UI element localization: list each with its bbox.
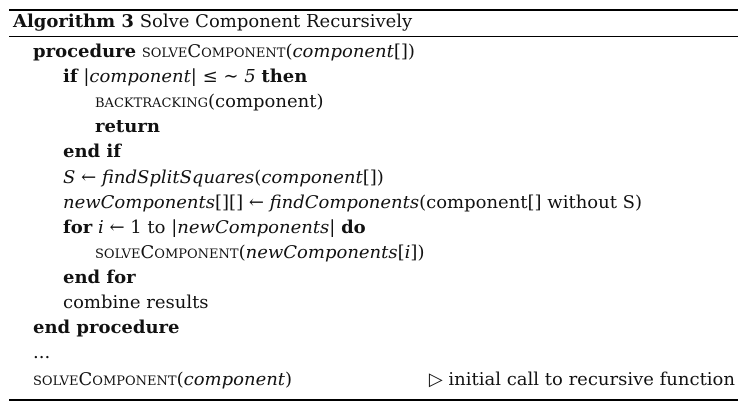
line-find-components: newComponents[][] ← findComponents(compo… bbox=[63, 192, 643, 213]
keyword-return: return bbox=[95, 116, 160, 137]
line-initial-call: solveComponent(component) bbox=[33, 369, 293, 390]
keyword-if: if bbox=[63, 66, 78, 87]
top-rule bbox=[9, 9, 738, 11]
if-condition: |component| ≤ ∼ 5 bbox=[83, 66, 256, 87]
keyword-for: for bbox=[63, 217, 93, 238]
backtracking-call: backtracking bbox=[95, 91, 209, 112]
caption-rule bbox=[9, 36, 738, 37]
line-return: return bbox=[95, 115, 160, 139]
bottom-rule bbox=[9, 399, 738, 401]
keyword-do: do bbox=[341, 217, 366, 238]
line-for: for i ← 1 to |newComponents| do bbox=[63, 217, 366, 238]
line-split-squares: S ← findSplitSquares(component[]) bbox=[63, 167, 384, 188]
line-combine: combine results bbox=[63, 292, 209, 313]
param-component: component bbox=[292, 41, 394, 62]
procedure-name: solveComponent bbox=[141, 41, 286, 62]
keyword-end-if: end if bbox=[63, 141, 121, 162]
fn-find-components: findComponents bbox=[269, 192, 420, 213]
keyword-end-procedure: end procedure bbox=[33, 317, 180, 338]
line-end-if: end if bbox=[63, 140, 121, 164]
line-procedure: procedure solveComponent(component[]) bbox=[33, 41, 415, 62]
line-recursive-call: solveComponent(newComponents[i]) bbox=[95, 242, 425, 263]
comment-text: initial call to recursive function bbox=[448, 369, 735, 390]
keyword-end-for: end for bbox=[63, 267, 136, 288]
algorithm-label: Algorithm 3 bbox=[13, 11, 134, 32]
line-ellipsis: ... bbox=[33, 342, 51, 363]
line-end-procedure: end procedure bbox=[33, 316, 180, 340]
line-end-for: end for bbox=[63, 266, 136, 290]
fn-find-split-squares: findSplitSquares bbox=[101, 167, 255, 188]
line-if: if |component| ≤ ∼ 5 then bbox=[63, 65, 307, 89]
initial-call-comment: ▷ initial call to recursive function bbox=[429, 368, 735, 392]
keyword-procedure: procedure bbox=[33, 41, 137, 62]
algorithm-caption: Algorithm 3 Solve Component Recursively bbox=[13, 11, 412, 33]
comment-triangle-icon: ▷ bbox=[428, 369, 443, 390]
line-backtracking: backtracking(component) bbox=[95, 91, 324, 112]
algorithm-title: Solve Component Recursively bbox=[139, 11, 413, 32]
keyword-then: then bbox=[261, 66, 308, 87]
